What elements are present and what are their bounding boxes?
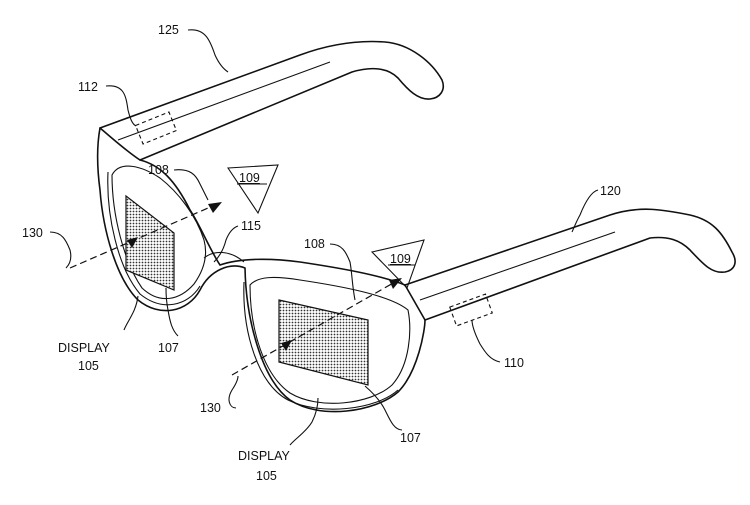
sensor-box-110 (449, 293, 493, 327)
leader-lines (49, 29, 599, 446)
label-130-right: 130 (200, 401, 221, 415)
label-120: 120 (600, 184, 621, 198)
label-115: 115 (241, 219, 261, 233)
label-130-left: 130 (22, 226, 43, 240)
left-display-panel (125, 194, 175, 291)
label-display-left-num: 105 (78, 359, 99, 373)
label-108-left: 108 (148, 163, 169, 177)
label-109-right: 109 (390, 252, 411, 266)
label-display-left-word: DISPLAY (58, 341, 111, 355)
label-display-right-word: DISPLAY (238, 449, 291, 463)
virtual-image-109-right (370, 239, 425, 290)
label-125: 125 (158, 23, 179, 37)
optical-axis-130-right (231, 278, 402, 376)
label-109-left: 109 (239, 171, 260, 185)
optical-axis-130-left (69, 202, 222, 269)
right-temple-arm (404, 208, 736, 321)
right-display-panel (278, 299, 369, 386)
label-107-right: 107 (400, 431, 421, 445)
left-temple-arm (99, 40, 445, 161)
label-107-left: 107 (158, 341, 179, 355)
label-display-right-num: 105 (256, 469, 277, 483)
label-110: 110 (504, 356, 524, 370)
virtual-image-109-left (227, 164, 279, 215)
label-112: 112 (78, 80, 98, 94)
label-108-right: 108 (304, 237, 325, 251)
sensor-box-112 (134, 111, 178, 145)
